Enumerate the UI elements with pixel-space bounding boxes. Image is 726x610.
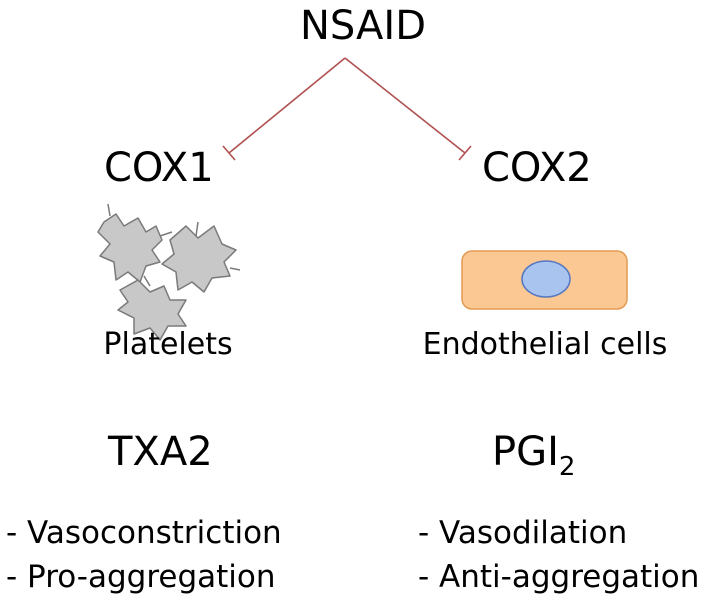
- pgi2-effects-list: - Vasodilation - Anti-aggregation: [418, 511, 699, 599]
- inhibition-line-cox2: [344, 57, 466, 154]
- nsaid-label: NSAID: [299, 3, 426, 49]
- txa2-effects-list: - Vasoconstriction - Pro-aggregation: [6, 511, 282, 599]
- effect-item: - Vasodilation: [418, 515, 628, 551]
- inhibition-arrows: [222, 57, 472, 161]
- platelets-icon: [97, 203, 241, 341]
- effect-item: - Vasoconstriction: [6, 515, 282, 551]
- platelets-label: Platelets: [103, 327, 233, 362]
- endothelial-cell-icon: [461, 250, 628, 310]
- cox2-label: COX2: [482, 145, 592, 191]
- effect-item: - Pro-aggregation: [6, 559, 276, 595]
- cox1-label: COX1: [104, 145, 214, 191]
- pgi2-subscript: 2: [558, 452, 576, 482]
- pgi2-label: PGI2: [492, 432, 575, 480]
- inhibition-bar-cox2: [458, 145, 472, 161]
- inhibition-bar-cox1: [222, 145, 236, 161]
- txa2-label: TXA2: [108, 429, 213, 475]
- inhibition-line-cox1: [228, 57, 346, 154]
- pgi2-base: PGI: [492, 429, 559, 475]
- endothelial-cells-label: Endothelial cells: [422, 327, 668, 362]
- effect-item: - Anti-aggregation: [418, 559, 700, 595]
- cell-nucleus: [521, 260, 571, 298]
